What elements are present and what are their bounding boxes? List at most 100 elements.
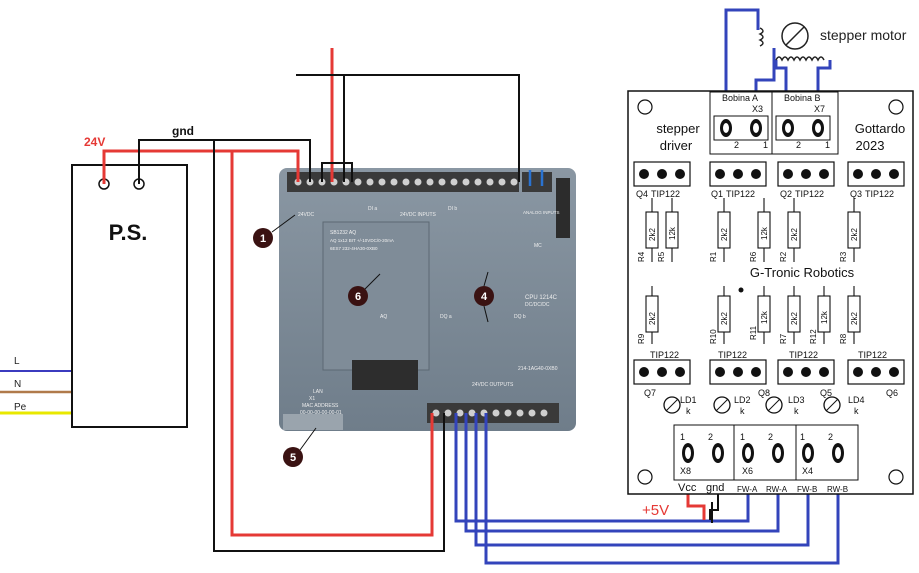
svg-text:1: 1: [680, 432, 685, 442]
svg-text:TIP122: TIP122: [726, 189, 755, 199]
plc-outputs-label: 24VDC OUTPUTS: [472, 382, 514, 388]
wires: [102, 8, 840, 565]
svg-text:6: 6: [355, 291, 361, 303]
plc-bottom-terminals: [432, 409, 548, 417]
svg-text:R11: R11: [749, 325, 758, 340]
connector-x3-x7-frame: [709, 91, 839, 155]
plc-terminal-top-mid: 24VDC INPUTS: [400, 212, 437, 218]
board-via: [738, 287, 744, 293]
plc-analog-label: ANALOG INPUTS: [523, 210, 560, 215]
signal-board-aq: AQ: [380, 314, 387, 320]
svg-text:R3: R3: [839, 251, 848, 262]
svg-text:Q4: Q4: [636, 189, 648, 199]
power-supply-label: P.S.: [109, 220, 148, 245]
resistor-values-upper: 2k2 12k 2k2 12k 2k2 2k2: [648, 226, 859, 241]
blue-rw-a-wire: [464, 413, 780, 533]
svg-text:2k2: 2k2: [648, 312, 657, 325]
mount-hole-tr: [888, 99, 904, 115]
plc-lan-label: LAN: [313, 389, 323, 395]
svg-text:TIP122: TIP122: [789, 350, 818, 360]
leds: LD1 k LD2 k LD3 k LD4 k: [663, 395, 865, 416]
plc-dq-b: DQ b: [514, 314, 526, 320]
svg-text:2: 2: [828, 432, 833, 442]
svg-text:LD1: LD1: [680, 395, 697, 405]
plc-right-clip: [556, 178, 570, 238]
resistor-names-lower: R9 R10 R11 R7 R12 R8: [637, 325, 848, 344]
black-top-wire: [296, 74, 520, 182]
svg-text:R9: R9: [637, 333, 646, 344]
driver-title-2: driver: [660, 138, 693, 153]
callout-1: 1: [253, 214, 296, 248]
driver-title-1: stepper: [656, 121, 700, 136]
transistors-bottom: TIP122 TIP122 TIP122 TIP122 Q7 Q8 Q5 Q6: [633, 350, 905, 398]
blue-fw-b-wire: [474, 413, 810, 547]
connector-x8-x6-x4-frame: [673, 424, 859, 481]
resistor-names-upper: R4 R5 R1 R6 R2 R3: [637, 251, 848, 262]
transistors-top: Q4 TIP122 Q1 TIP122 Q2 TIP122 Q3 TIP122: [633, 161, 905, 199]
signal-board-line1: AQ 1x12 BIT +/-10VDC/0-20mA: [330, 238, 394, 243]
stepper-motor: stepper motor: [758, 22, 907, 62]
mains-n-label: N: [14, 379, 21, 390]
blue-rw-b-wire: [484, 413, 840, 565]
x7-label: X7: [814, 104, 825, 114]
red-24v-wire: [102, 149, 300, 184]
svg-text:2k2: 2k2: [720, 312, 729, 325]
svg-text:Q7: Q7: [644, 388, 656, 398]
motor-coil-a: [758, 27, 764, 47]
svg-text:TIP122: TIP122: [865, 189, 894, 199]
svg-text:Q5: Q5: [820, 388, 832, 398]
black-gnd-wire: [138, 139, 311, 184]
coil-a-label: Bobina A: [722, 93, 758, 103]
motor-coil-a-wire: [724, 8, 760, 116]
svg-text:4: 4: [481, 291, 488, 303]
svg-text:1: 1: [800, 432, 805, 442]
svg-text:Q2: Q2: [780, 189, 792, 199]
svg-text:1: 1: [825, 140, 830, 150]
driver-brand: G-Tronic Robotics: [750, 265, 855, 280]
resistors-lower: [645, 286, 861, 344]
plc-di-a: DI a: [368, 206, 377, 212]
fw-a-label: FW-A: [737, 485, 758, 494]
svg-text:k: k: [854, 406, 859, 416]
led-ld4: LD4 k: [823, 395, 865, 416]
svg-text:1: 1: [763, 140, 768, 150]
svg-text:R10: R10: [709, 329, 718, 344]
x4-label: X4: [802, 466, 813, 476]
svg-text:R7: R7: [779, 333, 788, 344]
svg-text:12k: 12k: [668, 226, 677, 240]
svg-text:2k2: 2k2: [790, 228, 799, 241]
x8-label: X8: [680, 466, 691, 476]
mount-hole-br: [888, 469, 904, 485]
resistor-values-lower: 2k2 2k2 12k 2k2 12k 2k2: [648, 310, 859, 325]
callout-6: 6: [348, 273, 381, 306]
svg-text:LD4: LD4: [848, 395, 865, 405]
svg-text:12k: 12k: [760, 310, 769, 324]
plc-x1-label: X1: [309, 396, 315, 402]
led-ld2: LD2 k: [713, 395, 751, 416]
svg-text:12k: 12k: [820, 310, 829, 324]
rw-a-label: RW-A: [766, 485, 788, 494]
svg-text:TIP122: TIP122: [795, 189, 824, 199]
svg-text:TIP122: TIP122: [651, 189, 680, 199]
signal-board: [322, 221, 430, 371]
callout-4: 4: [474, 271, 494, 323]
plc-mac-value: 00-00-00-00-00-01: [300, 410, 342, 416]
svg-text:Q8: Q8: [758, 388, 770, 398]
mains-pe-label: Pe: [14, 402, 27, 413]
plc-dq-a: DQ a: [440, 314, 452, 320]
led-ld1: LD1 k: [663, 395, 697, 416]
plc-model-sub: DC/DC/DC: [525, 302, 550, 308]
power-supply-box: [71, 164, 188, 428]
svg-text:R12: R12: [809, 329, 818, 344]
plc-lan-port: [283, 414, 343, 430]
motor-coil-b: [775, 56, 825, 62]
driver-board: stepper driver Gottardo 2023 G-Tronic Ro…: [627, 90, 914, 495]
svg-text:1: 1: [260, 233, 266, 245]
svg-text:LD3: LD3: [788, 395, 805, 405]
plc-analog-strip: [522, 172, 552, 192]
rw-b-label: RW-B: [827, 485, 848, 494]
svg-text:2k2: 2k2: [648, 228, 657, 241]
ps-24v-label: 24V: [84, 135, 105, 149]
bottom-pin-numbers: 1 2 1 2 1 2: [680, 432, 833, 442]
